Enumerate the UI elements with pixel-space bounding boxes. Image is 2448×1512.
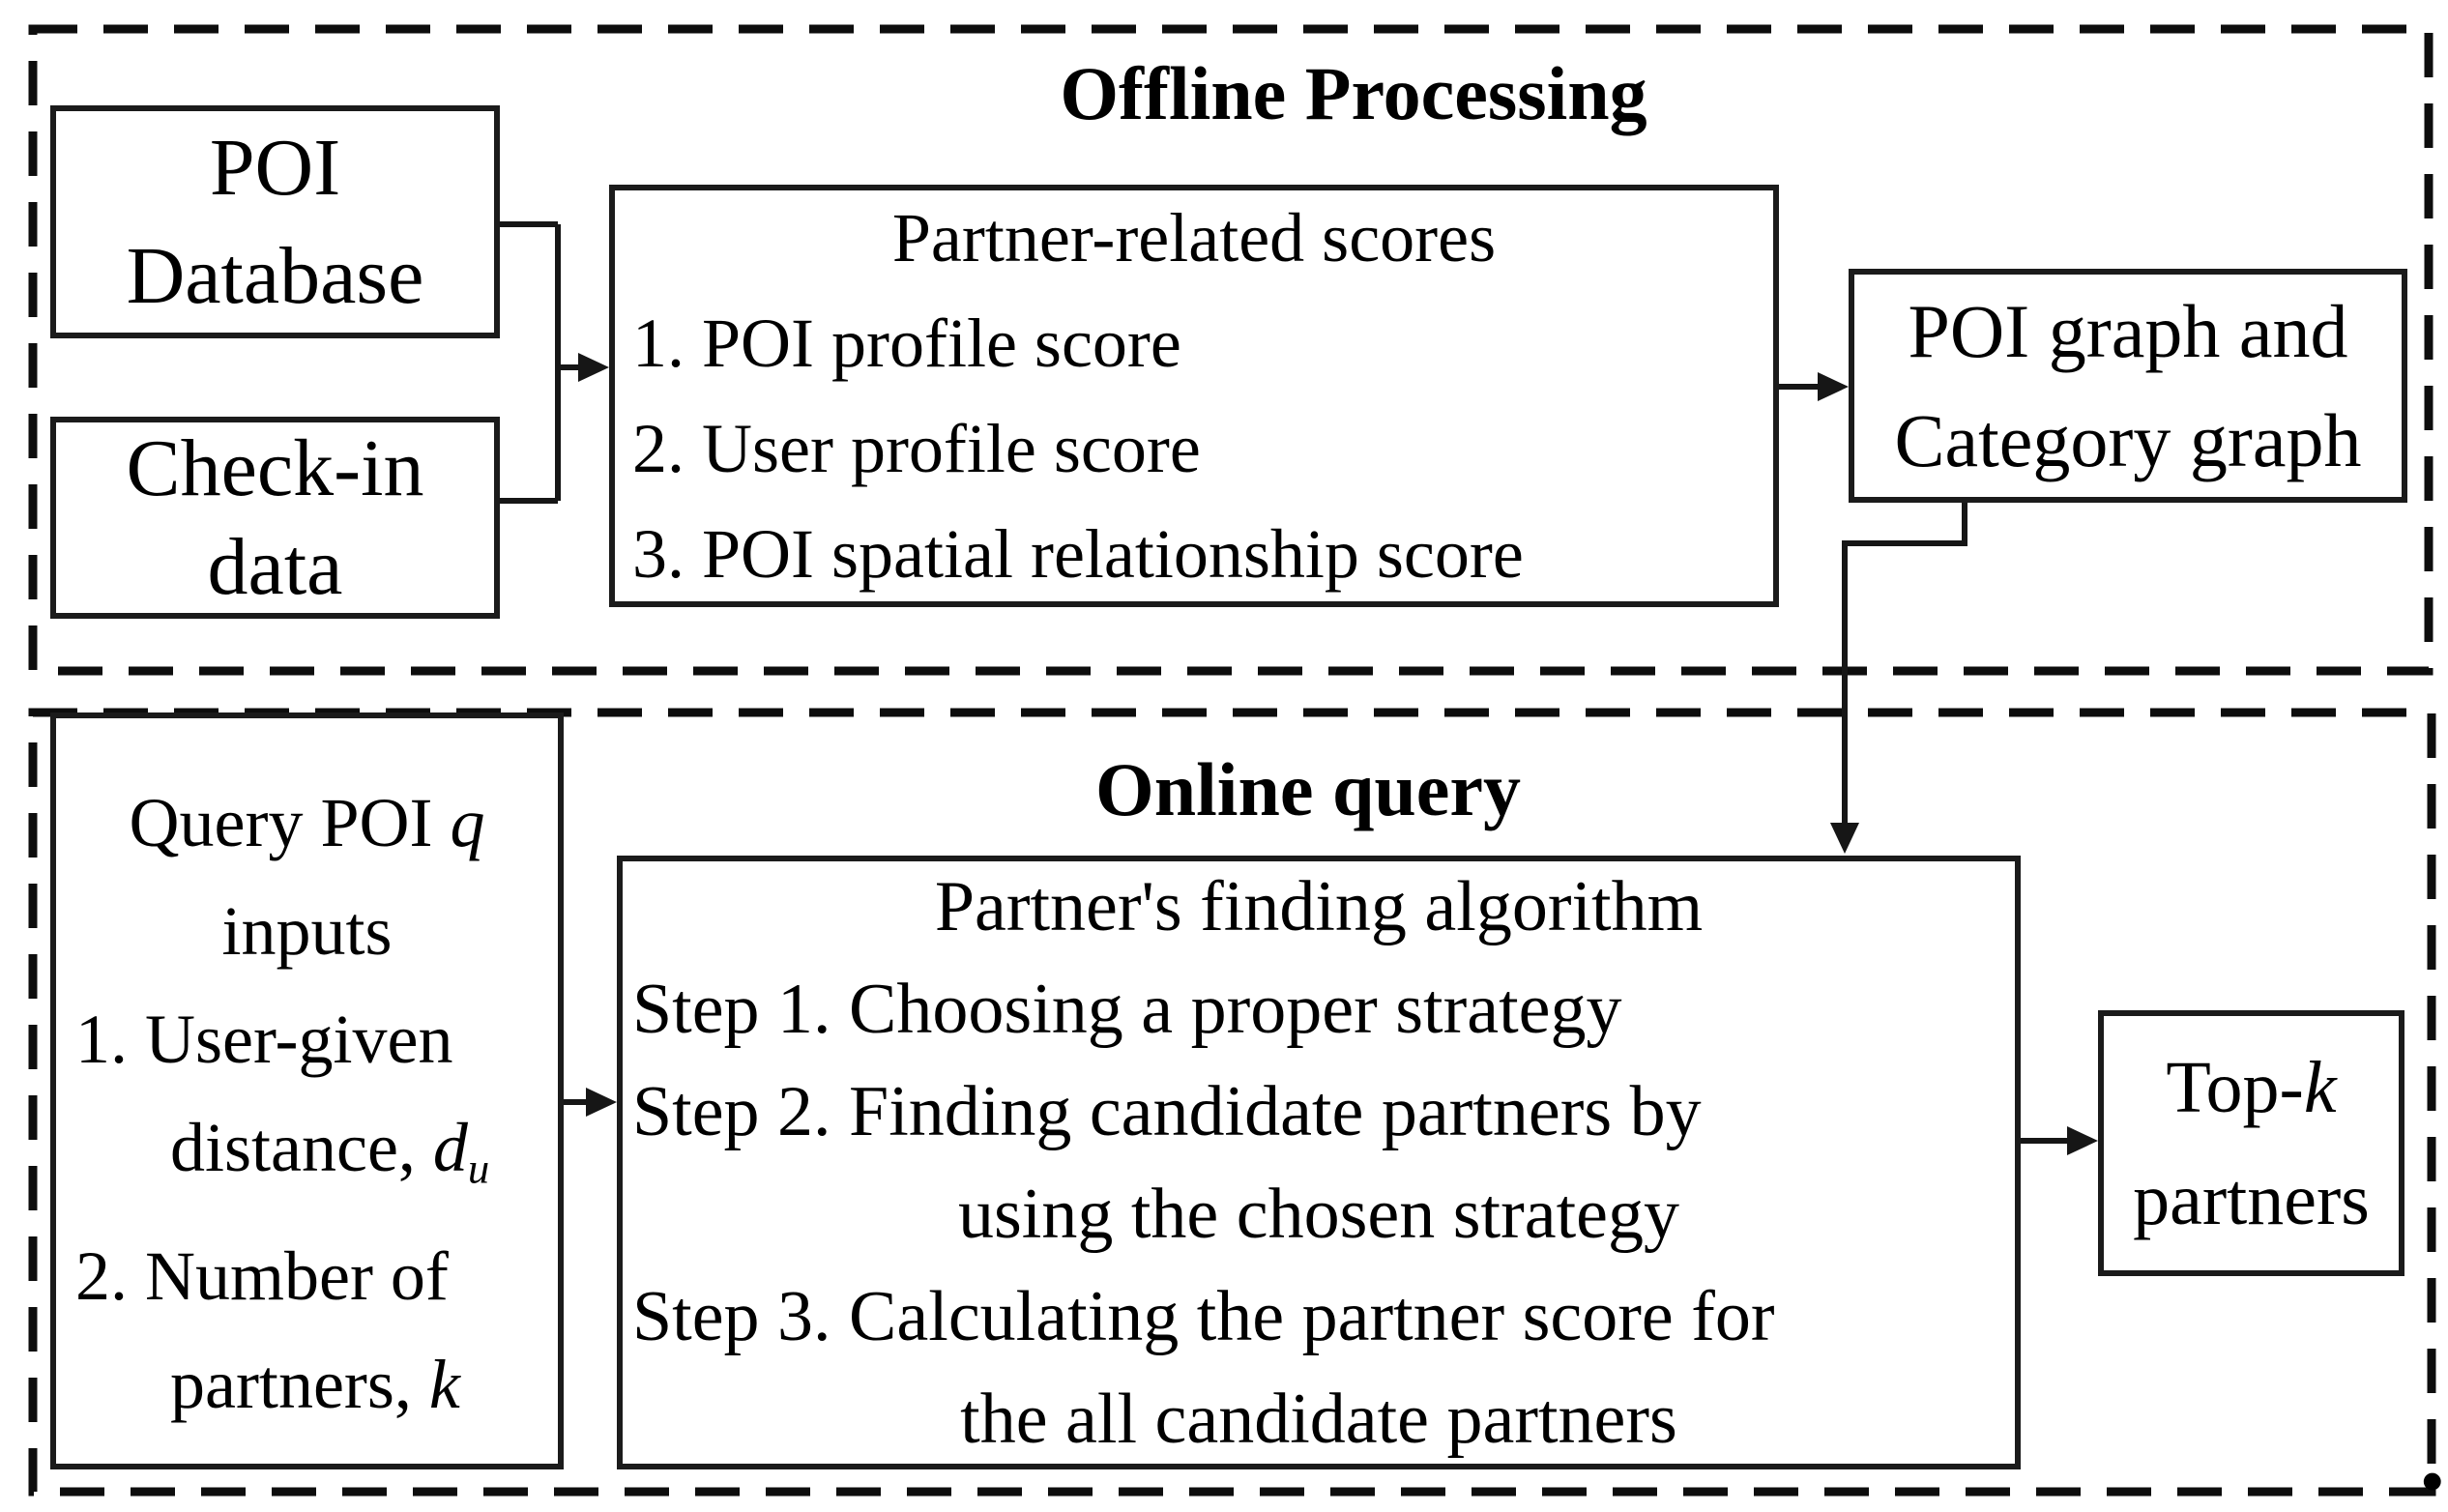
topk-var-k: k: [2303, 1046, 2337, 1128]
offline-section-frame: [28, 24, 2433, 676]
online-section-title: Online query: [1095, 747, 1521, 831]
algorithm-to-topk-arrowhead-icon: [2067, 1126, 2098, 1155]
query-item2-prefix: partners,: [170, 1346, 429, 1424]
query-var-k: k: [428, 1346, 460, 1424]
merge-arrowhead-icon: [578, 353, 609, 382]
graph-box-line2: Category graph: [1894, 398, 2362, 482]
query-title-line1: Query POI q: [130, 769, 485, 877]
graph-to-algorithm-line: [1842, 503, 1967, 827]
query-title-prefix: Query POI: [129, 784, 451, 861]
partner-scores-item-2: 2. User profile score: [632, 409, 1201, 487]
poi-database-line2: Database: [126, 230, 424, 321]
scores-to-graph-arrowhead-icon: [1818, 372, 1849, 401]
offline-section-title: Offline Processing: [1060, 51, 1647, 135]
algorithm-step2-line2: using the chosen strategy: [958, 1174, 1679, 1254]
graph-to-algorithm-arrowhead-icon: [1830, 823, 1859, 854]
partner-scores-item-3: 3. POI spatial relationship score: [632, 514, 1524, 593]
query-item1-line1: 1. User-given: [75, 1001, 453, 1078]
query-var-d-subscript: u: [467, 1144, 490, 1193]
query-to-algorithm-arrowhead-icon: [586, 1088, 617, 1117]
checkin-line1: Check-in: [126, 422, 424, 513]
checkin-data-box: Check-in data: [50, 417, 500, 619]
query-inputs-box: Query POI q inputs 1. User-given distanc…: [50, 712, 564, 1469]
query-item2-line1: 2. Number of: [75, 1237, 449, 1316]
topk-line2: partners: [2133, 1158, 2370, 1240]
partner-scores-title: Partner-related scores: [891, 198, 1497, 276]
poi-database-line1: POI: [209, 122, 341, 213]
poi-category-graph-box: POI graph and Category graph: [1849, 269, 2407, 503]
merge-connector-line: [500, 221, 582, 504]
online-section-frame: [28, 708, 2436, 1497]
partner-scores-item-1: 1. POI profile score: [632, 304, 1181, 382]
algorithm-step1: Step 1. Choosing a proper strategy: [632, 969, 1622, 1049]
topk-line1: Top-k: [2166, 1032, 2336, 1144]
algorithm-step2-line1: Step 2. Finding candidate partners by: [632, 1071, 1702, 1151]
algorithm-title: Partner's finding algorithm: [934, 866, 1704, 946]
query-var-q: q: [450, 784, 485, 861]
algorithm-step3-line2: the all candidate partners: [960, 1379, 1677, 1459]
topk-partners-box: Top-k partners: [2098, 1010, 2404, 1276]
query-var-d: d: [432, 1109, 468, 1186]
algorithm-step3-line1: Step 3. Calculating the partner score fo…: [632, 1276, 1775, 1356]
topk-prefix: Top-: [2166, 1046, 2304, 1128]
query-item2-line2: partners, k: [56, 1330, 558, 1439]
partner-scores-box: Partner-related scores 1. POI profile sc…: [609, 185, 1779, 607]
finding-algorithm-box: Partner's finding algorithm Step 1. Choo…: [617, 856, 2021, 1469]
checkin-line2: data: [207, 521, 343, 612]
trailing-period: .: [2419, 1394, 2446, 1512]
query-item1-line2: distance, du: [56, 1093, 558, 1222]
query-title-line2: inputs: [221, 892, 393, 970]
graph-box-line1: POI graph and: [1908, 289, 2348, 373]
query-item1-prefix: distance,: [170, 1109, 433, 1186]
poi-database-box: POI Database: [50, 105, 500, 338]
